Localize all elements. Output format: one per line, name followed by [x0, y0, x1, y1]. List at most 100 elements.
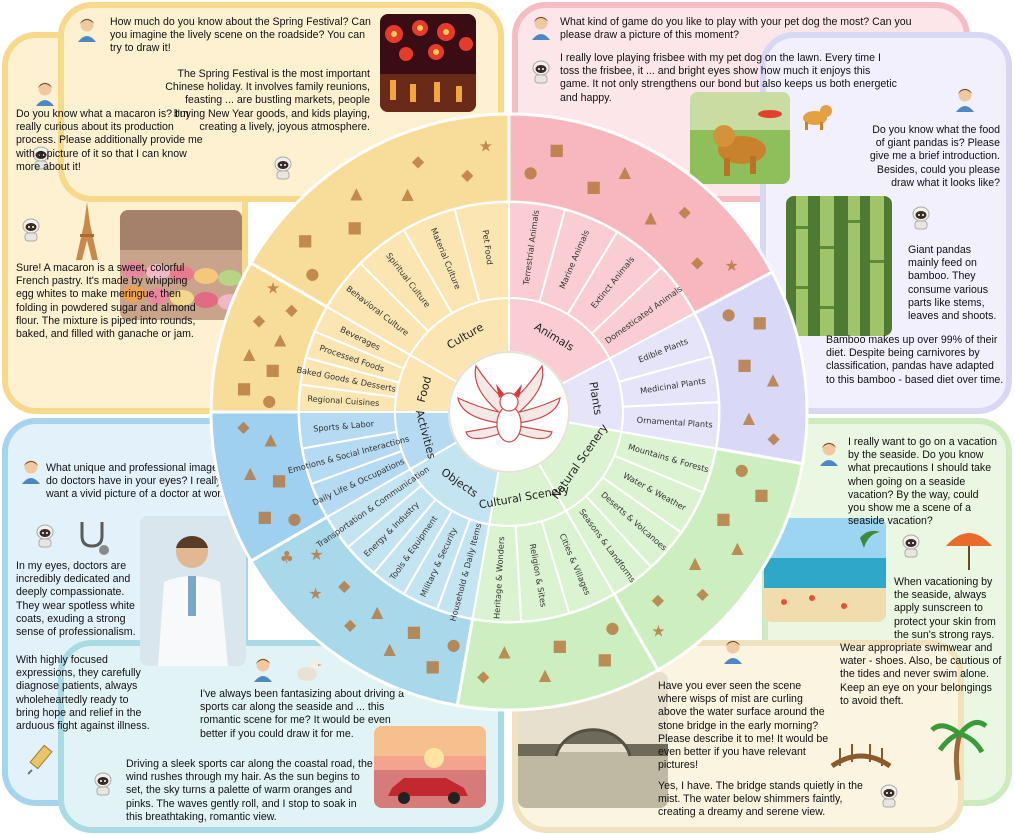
spring-festival-answer: The Spring Festival is the most importan… [165, 68, 370, 133]
wheel-item-icon: ▲ [243, 344, 256, 363]
wheel-item-icon: ▲ [264, 429, 277, 448]
wheel-subcategory-label: Regional Cuisines [307, 393, 380, 408]
wheel-item-icon: ◆ [338, 576, 351, 595]
wheel-item-icon: ● [447, 635, 461, 654]
wheel-item-icon: ■ [716, 509, 731, 528]
seaside-picture [764, 518, 886, 622]
wheel-item-icon: ▲ [401, 184, 414, 203]
sports-car-answer: Driving a sleek sports car along the coa… [126, 758, 373, 823]
wheel-item-icon: ◆ [477, 666, 490, 685]
doctor-question: What unique and professional images do d… [46, 462, 230, 501]
wheel-item-icon: ◆ [652, 590, 665, 609]
palm-tree-icon [930, 712, 988, 782]
nine-tailed-fox-icon [457, 364, 561, 443]
wheel-subcategory-label: Pet Food [481, 229, 496, 265]
wheel-item-icon: ◆ [691, 253, 704, 272]
doctor-answer-1: In my eyes, doctors are incredibly dedic… [16, 560, 136, 639]
wheel-item-icon: ▲ [274, 329, 287, 348]
wheel-item-icon: ■ [549, 140, 564, 159]
wheel-item-icon: ● [524, 162, 538, 181]
wheel-item-icon: ◆ [285, 300, 298, 319]
wheel-item-icon: ● [722, 305, 736, 324]
eiffel-tower-icon [72, 200, 102, 262]
wheel-item-icon: ▲ [619, 162, 632, 181]
wheel-item-icon: ● [262, 391, 276, 410]
wheel-item-icon: ■ [257, 507, 272, 526]
macaron-answer: Sure! A macaron is a sweet, colorful Fre… [16, 262, 196, 341]
wheel-item-icon: ▲ [350, 184, 363, 203]
wheel-item-icon: ▲ [743, 408, 756, 427]
wheel-item-icon: ◆ [679, 202, 692, 221]
macaron-picture [120, 210, 242, 320]
panda-question: Do you know what the food of giant panda… [869, 124, 1000, 189]
wheel-item-icon: ■ [586, 177, 601, 196]
wheel-item-icon: ◆ [767, 428, 780, 447]
stone-bridge-answer: Yes, I have. The bridge stands quietly i… [658, 780, 863, 819]
wheel-item-icon: ◆ [461, 165, 474, 184]
wheel-item-icon: ▲ [371, 602, 384, 621]
wheel-item-icon: ▲ [644, 208, 657, 227]
wheel-item-icon: ■ [347, 218, 362, 237]
panda-answer-2: Bamboo makes up over 99% of their diet. … [826, 334, 1004, 386]
running-dog-icon [795, 100, 835, 132]
wheel-item-icon: ▲ [539, 665, 552, 684]
doctor-answer-2: With highly focused expressions, they ca… [16, 654, 150, 733]
pet-dog-question: What kind of game do you like to play wi… [560, 16, 912, 42]
wheel-item-icon: ■ [737, 355, 752, 374]
dog-frisbee-picture [690, 92, 790, 184]
wheel-item-icon: ★ [479, 137, 493, 156]
wheel-item-icon: ◆ [344, 615, 357, 634]
wheel-item-icon: ♣ [280, 548, 294, 567]
wheel-item-icon: ■ [406, 622, 421, 641]
wheel-item-icon: ★ [309, 545, 323, 564]
sunset-car-picture [374, 726, 486, 808]
wheel-item-icon: ▲ [767, 370, 780, 389]
wheel-item-icon: ★ [308, 584, 322, 603]
center-emblem [448, 351, 570, 473]
wheel-item-icon: ◆ [412, 152, 425, 171]
wooden-bridge-icon [830, 740, 892, 774]
wheel-item-icon: ◆ [696, 584, 709, 603]
wheel-item-icon: ■ [265, 360, 280, 379]
wheel-item-icon: ■ [597, 650, 612, 669]
wheel-item-icon: ■ [298, 231, 313, 250]
syringe-icon [26, 742, 60, 776]
wheel-item-icon: ■ [754, 485, 769, 504]
wheel-item-icon: ■ [425, 656, 440, 675]
wheel-item-icon: ★ [651, 622, 665, 641]
stone-bridge-question: Have you ever seen the scene where wisps… [658, 680, 829, 772]
seaside-answer-1: When vacationing by the seaside, always … [894, 576, 996, 641]
wheel-item-icon: ▲ [689, 553, 702, 572]
pet-dog-answer: I really love playing frisbee with my pe… [560, 52, 897, 104]
doctor-picture [140, 516, 246, 666]
wheel-item-icon: ■ [272, 470, 287, 489]
spring-festival-question: How much do you know about the Spring Fe… [110, 16, 371, 55]
seagull-icon [292, 654, 322, 688]
wheel-item-icon: ▲ [383, 639, 396, 658]
wheel-item-icon: ● [735, 460, 749, 479]
wheel-category-label: Plants [586, 381, 604, 416]
seaside-question: I really want to go on a vacation by the… [848, 436, 997, 528]
wheel-item-icon: ★ [724, 256, 738, 275]
wheel-item-icon: ◆ [237, 417, 250, 436]
spring-festival-picture [380, 14, 476, 112]
wheel-subcategory-label: Heritage & Wonders [491, 536, 506, 619]
sports-car-question: I've always been fantasizing about drivi… [200, 688, 405, 740]
wheel-item-icon: ◆ [253, 311, 266, 330]
wheel-subcategory-label: Ornamental Plants [636, 415, 713, 430]
wheel-item-icon: ■ [552, 636, 567, 655]
panda-answer-1: Giant pandas mainly feed on bamboo. They… [908, 244, 997, 323]
beach-umbrella-icon [942, 526, 996, 572]
stethoscope-icon [76, 518, 112, 558]
wheel-item-icon: ▲ [731, 538, 744, 557]
wheel-item-icon: ● [606, 618, 620, 637]
macaron-question: Do you know what a macaron is? I'm reall… [16, 108, 203, 173]
wheel-item-icon: ● [288, 509, 302, 528]
wheel-item-icon: ■ [236, 378, 251, 397]
wheel-item-icon: ● [305, 264, 319, 283]
wheel-item-icon: ▲ [498, 641, 511, 660]
seaside-answer-2: Wear appropriate swimwear and water - sh… [840, 642, 1002, 707]
bamboo-picture [786, 196, 892, 336]
